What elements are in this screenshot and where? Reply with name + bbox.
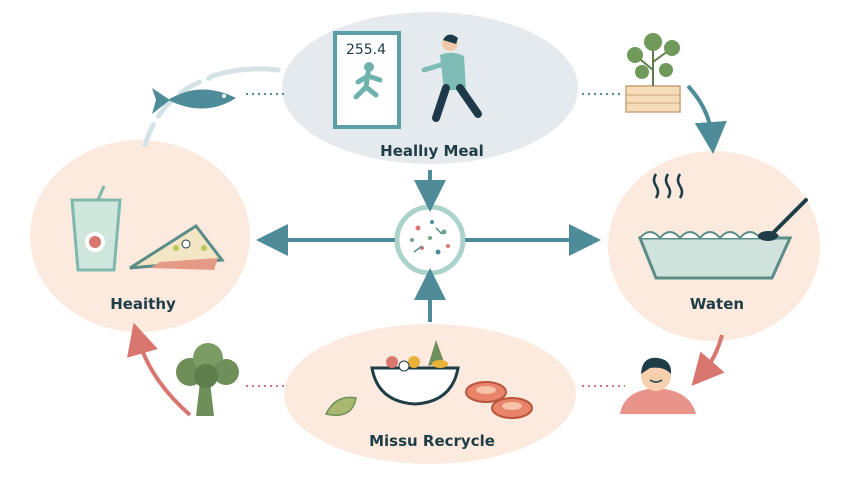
sausage-slices-icon — [465, 381, 533, 419]
arrow-curve-right — [686, 84, 727, 154]
arc-decor — [142, 75, 213, 148]
leaf-icon — [324, 396, 357, 416]
running-person-icon — [421, 34, 482, 122]
fish-icon — [152, 88, 236, 114]
bacteria-hub-icon — [394, 204, 466, 276]
arrow-curve-red-left — [127, 322, 192, 417]
drink-glass-icon — [70, 185, 122, 272]
left-node-bg — [30, 140, 250, 332]
steaming-dish-icon — [637, 173, 808, 280]
arrow-curve-red-right — [691, 334, 725, 387]
top-node-label: Heallıy Meal — [380, 142, 484, 160]
arc-decor-top — [209, 66, 281, 79]
display-value: 255.4 — [346, 42, 386, 58]
left-node-label: Heaithy — [110, 295, 176, 313]
broccoli-icon — [176, 343, 239, 416]
herb-planter-icon — [625, 33, 681, 113]
bottom-node-label: Missu Recrycle — [369, 432, 495, 450]
fitness-display — [333, 31, 401, 129]
pizza-slice-icon — [129, 223, 225, 270]
soup-bowl-icon — [370, 340, 460, 406]
person-avatar-icon — [620, 357, 696, 414]
right-node-label: Waten — [690, 295, 744, 313]
